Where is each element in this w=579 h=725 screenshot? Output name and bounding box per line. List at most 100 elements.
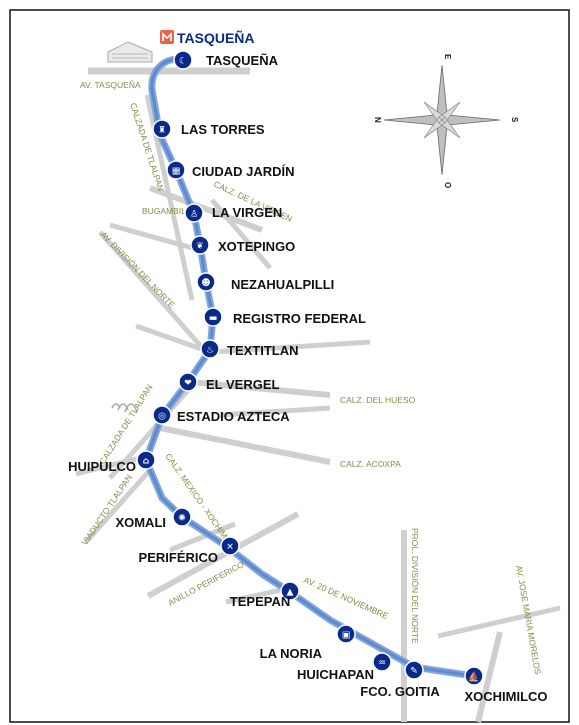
road-calz-del-hueso [189, 379, 331, 398]
road-bugambilia [109, 222, 201, 253]
station-marker[interactable] [172, 507, 192, 527]
station-label: PERIFÉRICO [139, 550, 218, 565]
station-marker[interactable] [173, 50, 193, 70]
station-fco-goitia[interactable]: ✎ FCO. GOITIA [360, 660, 440, 699]
map-frame [9, 9, 570, 723]
station-label: HUICHAPAN [297, 667, 374, 682]
station-marker[interactable] [152, 405, 172, 425]
station-marker[interactable] [166, 160, 186, 180]
brush-icon: ✎ [410, 667, 418, 677]
station-marker[interactable] [190, 235, 210, 255]
road-virgen-branch [210, 198, 272, 270]
station-label: TEXTITLAN [227, 343, 299, 358]
station-xomali[interactable]: ✺ XOMALI [115, 507, 192, 530]
station-marker[interactable] [200, 339, 220, 359]
stadium-icon: ◎ [158, 412, 166, 422]
station-huipulco[interactable]: ⌂ HUIPULCO [68, 450, 156, 474]
mountain-icon: ▲ [287, 588, 294, 598]
road-viaducto-tlalpan [84, 468, 152, 544]
station-periférico[interactable]: ✕ PERIFÉRICO [139, 536, 240, 565]
road-label: BUGAMBILIA [142, 206, 194, 216]
road-textitlan-east [211, 339, 371, 355]
station-marker[interactable] [336, 624, 356, 644]
station-marker[interactable] [203, 307, 223, 327]
station-nezahualpilli[interactable]: ☻ NEZAHUALPILLI [196, 272, 334, 292]
tower-icon: ♜ [158, 126, 166, 136]
station-la-noria[interactable]: ▣ LA NORIA [260, 624, 356, 661]
station-el-vergel[interactable]: ❤ EL VERGEL [178, 372, 280, 392]
road-label: PROL. DIVISIÓN DEL NORTE [410, 528, 420, 644]
line-title-text: TASQUEÑA [177, 29, 255, 46]
road-tepepan-south [225, 585, 291, 605]
station-label: CIUDAD JARDÍN [192, 164, 295, 179]
station-marker[interactable] [152, 119, 172, 139]
station-registro-federal[interactable]: ▬ REGISTRO FEDERAL [203, 307, 366, 327]
station-label: NEZAHUALPILLI [231, 277, 334, 292]
station-label: EL VERGEL [206, 377, 280, 392]
station-label: LA NORIA [260, 646, 323, 661]
station-label: XOTEPINGO [218, 239, 295, 254]
compass-north-label: N [373, 117, 382, 123]
road-av-division-del-norte [98, 230, 208, 354]
station-marker[interactable] [220, 536, 240, 556]
noria-icon: ▣ [342, 631, 351, 641]
station-estadio-azteca[interactable]: ◎ ESTADIO AZTECA [152, 405, 290, 425]
station-las-torres[interactable]: ♜ LAS TORRES [152, 119, 265, 139]
road-periferico-spur [169, 521, 236, 553]
station-marker[interactable] [178, 372, 198, 392]
road-network [75, 67, 561, 723]
moon-icon: ☾ [179, 57, 187, 67]
building-icon: ▦ [172, 167, 181, 177]
compass-east-label: E [443, 54, 452, 60]
road-huipulco-west [75, 455, 141, 477]
station-label: LA VIRGEN [212, 205, 282, 220]
station-marker[interactable] [404, 660, 424, 680]
station-marker[interactable] [136, 450, 156, 470]
compass-needle-diagonal [423, 101, 461, 139]
road-textitlan-west [135, 323, 211, 355]
station-label: HUIPULCO [68, 459, 136, 474]
fruit-icon: ❤ [184, 379, 192, 389]
terminal-building-icon [107, 41, 153, 63]
fire-icon: ♨ [206, 346, 214, 356]
road-label: CALZ. ACOXPA [340, 459, 401, 469]
station-label: LAS TORRES [181, 122, 265, 137]
wheel-icon: ✺ [178, 514, 186, 524]
car-icon: ▬ [209, 314, 218, 324]
head-icon: ☻ [201, 278, 210, 289]
station-label: XOCHIMILCO [464, 689, 547, 704]
station-label: TASQUEÑA [206, 53, 279, 68]
station-marker[interactable] [372, 652, 392, 672]
stadium-pictogram-icon [111, 403, 138, 413]
station-label: REGISTRO FEDERAL [233, 311, 366, 326]
station-tepepan[interactable]: ▲TEPEPAN [230, 581, 300, 609]
station-textitlan[interactable]: ♨ TEXTITLAN [200, 339, 299, 359]
road-calz-acoxpa [159, 425, 331, 465]
road-av-jose-maria-morelos [475, 631, 503, 723]
station-label: XOMALI [115, 515, 166, 530]
road-south-east [437, 605, 561, 639]
compass-west-label: O [443, 182, 452, 188]
road-calz-de-la-virgen [148, 185, 264, 233]
compass-south-label: S [510, 117, 519, 123]
station-la-virgen[interactable]: ♙ LA VIRGEN [184, 203, 282, 223]
station-marker[interactable] [280, 581, 300, 601]
station-marker[interactable] [464, 666, 484, 686]
line-title: TASQUEÑA [160, 29, 255, 46]
leaf-icon: ❦ [196, 242, 204, 252]
station-huichapan[interactable]: ♒HUICHAPAN [297, 652, 392, 682]
station-xochimilco[interactable]: ⛵XOCHIMILCO [464, 666, 548, 704]
station-label: ESTADIO AZTECA [177, 409, 290, 424]
station-tasqueña[interactable]: ☾ TASQUEÑA [173, 50, 279, 70]
station-label: FCO. GOITIA [360, 684, 440, 699]
station-xotepingo[interactable]: ❦ XOTEPINGO [190, 235, 295, 255]
road-label: AV. TASQUEÑA [80, 80, 141, 90]
road-label: CALZ. DEL HUESO [340, 395, 416, 405]
station-marker[interactable] [196, 272, 216, 292]
crossing-icon: ✕ [226, 543, 234, 553]
house-icon: ⌂ [143, 457, 150, 467]
station-ciudad-jardín[interactable]: ▦ CIUDAD JARDÍN [166, 160, 295, 180]
road-hueso-branch [219, 405, 331, 418]
station-marker[interactable] [184, 203, 204, 223]
virgin-icon: ♙ [190, 210, 198, 220]
